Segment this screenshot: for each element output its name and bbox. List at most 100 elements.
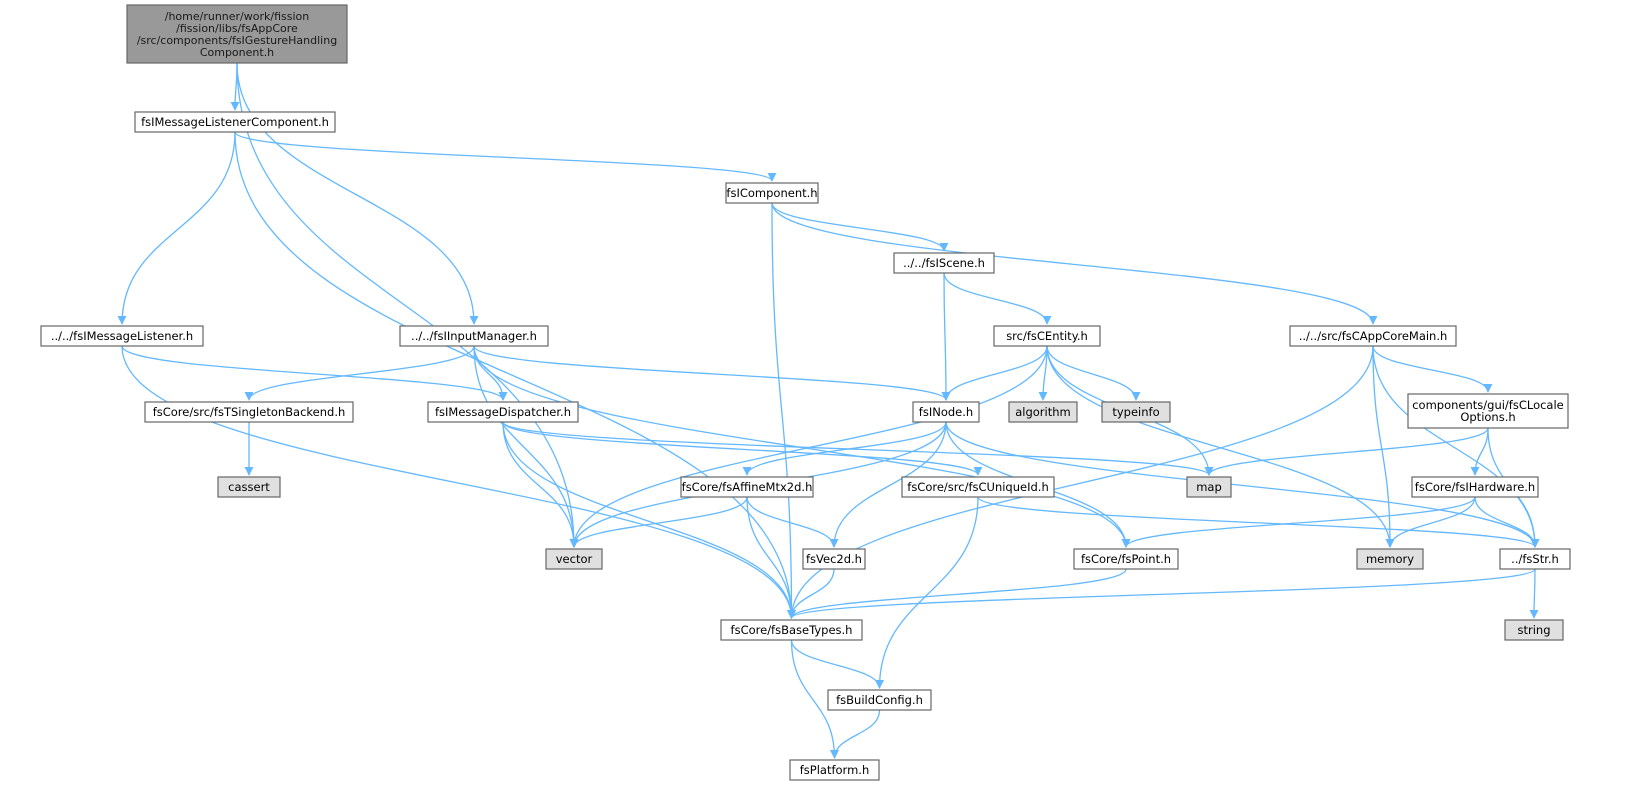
node-label-string: string [1517,623,1550,637]
node-box-platform [789,759,880,781]
node-uniqueid[interactable]: fsCore/src/fsCUniqueId.h [901,476,1055,498]
edge-inode-to-affine [742,421,947,476]
node-fsstr[interactable]: ../fsStr.h [1499,548,1571,570]
node-label-point: fsCore/fsPoint.h [1081,552,1171,566]
edge-appcoremain-to-basetypes [786,345,1374,619]
node-dispatcher[interactable]: fsIMessageDispatcher.h [427,401,579,423]
edge-uniqueid-to-fsstr [977,496,1540,548]
node-appcoremain[interactable]: ../../src/fsCAppCoreMain.h [1289,325,1457,347]
edge-msglistenercomp-to-msglistener [117,131,236,325]
node-label-hardware: fsCore/fsIHardware.h [1415,480,1535,494]
node-label-vector: vector [556,552,593,566]
edge-inputmanager-to-singleton [244,345,475,401]
node-label-root-line-1: /fission/libs/fsAppCore [176,22,298,35]
edge-appcoremain-to-fsstr [1372,345,1540,548]
node-box-map [1186,476,1232,498]
edge-centity-to-typeinfo [1046,345,1141,401]
edge-fsicomponent-to-fsiscene [771,202,949,252]
node-label-msglistener: ../../fsIMessageListener.h [51,329,193,343]
node-label-vec2d: fsVec2d.h [806,552,862,566]
edge-fsstr-to-string [1529,568,1539,619]
node-label-uniqueid: fsCore/src/fsCUniqueId.h [907,480,1048,494]
node-algorithm: algorithm [1008,401,1078,423]
edge-inputmanager-to-inode [473,345,951,401]
node-fsicomponent[interactable]: fsIComponent.h [725,182,819,204]
node-inode[interactable]: fsINode.h [912,401,980,423]
node-label-buildconfig: fsBuildConfig.h [836,693,923,707]
node-buildconfig[interactable]: fsBuildConfig.h [827,689,932,711]
node-label-inode: fsINode.h [919,405,973,419]
node-label-msglistenercomp: fsIMessageListenerComponent.h [141,115,329,129]
node-label-inputmanager: ../../fsIInputManager.h [411,329,537,343]
node-centity[interactable]: src/fsCEntity.h [993,325,1101,347]
node-box-uniqueid [901,476,1055,498]
edge-fsicomponent-to-appcoremain [771,202,1378,325]
edge-hardware-to-fsstr [1474,496,1540,548]
node-box-basetypes [720,619,863,641]
node-vec2d[interactable]: fsVec2d.h [802,548,866,570]
node-msglistenercomp[interactable]: fsIMessageListenerComponent.h [134,111,336,133]
node-hardware[interactable]: fsCore/fsIHardware.h [1411,476,1539,498]
edge-inode-to-fsstr [945,421,1540,548]
node-cassert: cassert [217,476,281,498]
node-box-centity [993,325,1101,347]
node-map: map [1186,476,1232,498]
edge-buildconfig-to-platform [829,709,881,759]
node-inputmanager[interactable]: ../../fsIInputManager.h [399,325,549,347]
edge-point-to-basetypes [787,568,1127,619]
edge-inode-to-vec2d [829,421,947,548]
node-box-fsstr [1499,548,1571,570]
node-box-msglistener [40,325,204,347]
node-basetypes[interactable]: fsCore/fsBaseTypes.h [720,619,863,641]
edge-basetypes-to-buildconfig [790,639,885,689]
node-label-platform: fsPlatform.h [800,763,869,777]
node-box-hardware [1411,476,1539,498]
edge-dispatcher-to-uniqueid [502,421,983,476]
node-label-root-line-2: /src/components/fsIGestureHandling [137,34,337,47]
node-msglistener[interactable]: ../../fsIMessageListener.h [40,325,204,347]
node-label-dispatcher: fsIMessageDispatcher.h [435,405,571,419]
edge-root-to-inputmanager [236,62,479,325]
node-label-centity: src/fsCEntity.h [1006,329,1088,343]
node-box-locale [1407,393,1569,429]
node-label-map: map [1196,480,1222,494]
node-box-string [1504,619,1564,641]
node-string: string [1504,619,1564,641]
edge-fsstr-to-basetypes [787,568,1536,619]
edge-msglistener-to-basetypes [121,345,797,619]
node-box-typeinfo [1101,401,1171,423]
node-singleton[interactable]: fsCore/src/fsTSingletonBackend.h [144,401,354,423]
edge-uniqueid-to-buildconfig [874,496,979,689]
node-label-locale-line-0: components/gui/fsCLocale [1412,398,1564,412]
node-fsiscene[interactable]: ../../fsIScene.h [893,252,995,274]
node-box-affine [680,476,814,498]
node-label-fsicomponent: fsIComponent.h [726,186,817,200]
node-point[interactable]: fsCore/fsPoint.h [1073,548,1179,570]
node-box-algorithm [1008,401,1078,423]
edge-locale-to-map [1204,427,1489,476]
node-box-point [1073,548,1179,570]
node-platform[interactable]: fsPlatform.h [789,759,880,781]
node-label-root-line-0: /home/runner/work/fission [165,10,310,23]
edge-root-to-vector [236,62,579,548]
node-box-dispatcher [427,401,579,423]
edge-inputmanager-to-vector [473,345,579,548]
node-box-memory [1356,548,1424,570]
node-vector: vector [545,548,603,570]
node-box-singleton [144,401,354,423]
node-root: /home/runner/work/fission/fission/libs/f… [126,4,348,64]
edge-fsicomponent-to-basetypes [771,202,797,619]
node-affine[interactable]: fsCore/fsAffineMtx2d.h [680,476,814,498]
edge-msglistener-to-dispatcher [121,345,508,401]
edge-msglistenercomp-to-basetypes [234,131,797,619]
edge-centity-to-memory [1046,345,1395,548]
node-box-buildconfig [827,689,932,711]
node-label-singleton: fsCore/src/fsTSingletonBackend.h [153,405,346,419]
node-box-vec2d [802,548,866,570]
nodes-layer: /home/runner/work/fission/fission/libs/f… [40,4,1571,781]
node-box-msglistenercomp [134,111,336,133]
edge-fsiscene-to-centity [943,272,1052,325]
node-box-inputmanager [399,325,549,347]
edge-dispatcher-to-vector [502,421,579,548]
